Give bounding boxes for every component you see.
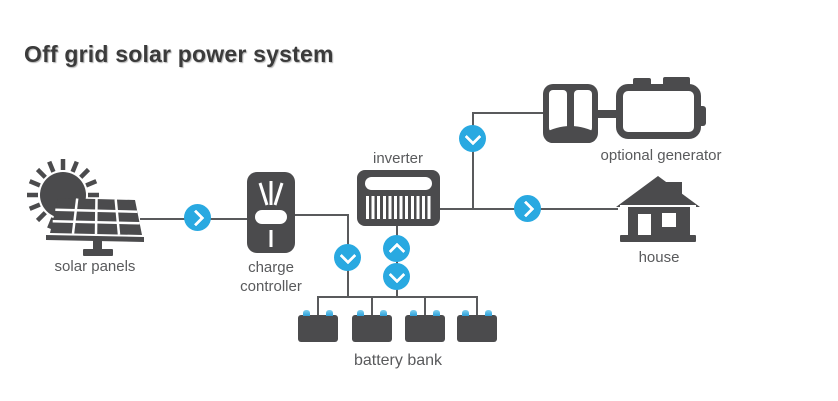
window <box>662 213 676 227</box>
battery-terminal <box>303 310 310 316</box>
inverter-icon <box>357 170 440 226</box>
battery-bank-label: battery bank <box>353 352 443 369</box>
wire-generator-h <box>472 112 543 114</box>
wire-battery-bus <box>318 296 478 298</box>
battery-icon <box>405 310 445 342</box>
panel-stand <box>83 240 113 256</box>
battery-terminal <box>357 310 364 316</box>
inverter-label: inverter <box>372 150 424 167</box>
diagram-title: Off grid solar power system <box>24 41 334 67</box>
flow-arrow-down-icon <box>334 244 361 271</box>
battery-terminal <box>326 310 333 316</box>
solar-panels-label: solar panels <box>54 258 136 275</box>
inverter-display <box>365 177 432 190</box>
battery-terminal <box>410 310 417 316</box>
battery-terminal <box>462 310 469 316</box>
house-icon <box>616 174 702 244</box>
generator-tank-icon <box>616 84 701 139</box>
house-base <box>620 235 696 242</box>
wire-battery-drop-3 <box>424 296 426 316</box>
house-body <box>628 207 690 237</box>
controller-rays <box>258 181 284 206</box>
flow-arrow-up-icon <box>383 235 410 262</box>
wire-battery-drop-4 <box>476 296 478 316</box>
battery-terminal <box>485 310 492 316</box>
wire-inverter-to-bus <box>396 226 398 298</box>
generator-cap <box>663 77 690 85</box>
chevron-down-icon <box>339 247 356 264</box>
generator-connector <box>596 110 620 118</box>
flow-arrow-down-icon <box>383 263 410 290</box>
battery-icon <box>352 310 392 342</box>
generator-cap <box>633 78 651 85</box>
wire-generator-down <box>472 113 474 209</box>
controller-switch <box>269 230 273 247</box>
roof <box>616 176 700 207</box>
door <box>638 214 651 235</box>
panel-grid <box>46 198 144 242</box>
flow-arrow-right-icon <box>514 195 541 222</box>
wire-controller-elbow-h <box>295 214 349 216</box>
charge-controller-icon <box>247 172 295 253</box>
chevron-down-icon <box>388 266 405 283</box>
generator-outlet <box>697 106 706 126</box>
optional-generator-label: optional generator <box>600 147 722 164</box>
solar-panels-icon <box>26 158 144 258</box>
wire-battery-drop-1 <box>317 296 319 316</box>
wire-battery-drop-2 <box>371 296 373 316</box>
chevron-right-icon <box>187 209 204 226</box>
controller-display <box>255 210 287 224</box>
house-label: house <box>638 249 680 266</box>
battery-icon <box>298 310 338 342</box>
chevron-right-icon <box>517 200 534 217</box>
flow-arrow-right-icon <box>184 204 211 231</box>
battery-icon <box>457 310 497 342</box>
chevron-up-icon <box>388 242 405 259</box>
flow-arrow-down-icon <box>459 125 486 152</box>
charge-controller-label: charge controller <box>240 259 302 295</box>
battery-terminal <box>433 310 440 316</box>
chevron-down-icon <box>464 128 481 145</box>
generator-engine-icon <box>543 84 598 143</box>
inverter-vents <box>366 196 432 219</box>
battery-terminal <box>380 310 387 316</box>
